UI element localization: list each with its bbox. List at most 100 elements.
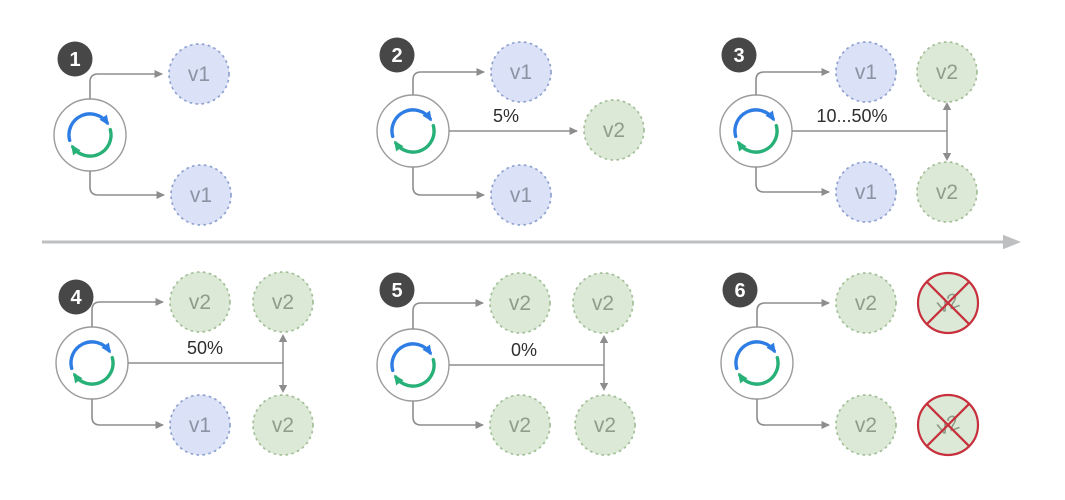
instance-label: v1 xyxy=(855,181,877,204)
instance-circle xyxy=(252,394,314,456)
badge-number: 3 xyxy=(733,45,744,67)
instance-circle xyxy=(489,272,551,334)
instance-label: v2 xyxy=(272,414,294,437)
badge-circle xyxy=(57,41,93,77)
instance-label: v2 xyxy=(936,181,958,204)
badge-circle xyxy=(722,272,758,308)
instance-circle xyxy=(835,41,897,103)
node-v2-top-left: v2 xyxy=(489,272,551,334)
red-cross-icon xyxy=(925,280,971,326)
node-v2-terminated-bottom: v2 xyxy=(916,393,980,457)
node-v2-bottom: v2 xyxy=(916,161,978,223)
instance-circle xyxy=(835,161,897,223)
connector-bottom xyxy=(412,401,484,429)
stage-5: 5 0% v2 v2 v2 v2 xyxy=(377,272,636,456)
step-badge: 6 xyxy=(722,272,758,308)
instance-label: v1 xyxy=(189,414,211,437)
instance-label: v2 xyxy=(272,291,294,314)
sync-icon xyxy=(720,95,792,167)
instance-circle xyxy=(583,99,645,161)
instance-circle xyxy=(169,271,231,333)
arrowhead-up-icon xyxy=(278,334,288,342)
node-v1-bottom: v1 xyxy=(170,164,232,226)
instance-circle xyxy=(168,43,230,105)
badge-number: 2 xyxy=(391,45,402,67)
instance-label: v2 xyxy=(855,292,877,315)
instance-circle xyxy=(169,394,231,456)
badge-number: 1 xyxy=(69,49,80,71)
node-v2-bottom-right: v2 xyxy=(252,394,314,456)
connector-bottom xyxy=(89,171,165,199)
badge-circle xyxy=(379,272,415,308)
instance-label: v2 xyxy=(936,61,958,84)
timeline-divider-arrow xyxy=(42,234,1021,250)
arrowhead-down-icon xyxy=(599,383,609,391)
instance-label: v2 xyxy=(603,119,625,142)
badge-number: 5 xyxy=(391,280,402,302)
instance-circle xyxy=(490,41,552,103)
node-v2-bottom-right: v2 xyxy=(574,394,636,456)
node-v1-bottom: v1 xyxy=(835,161,897,223)
node-v2-top-right: v2 xyxy=(252,271,314,333)
connector-top xyxy=(755,68,830,95)
instance-label: v2 xyxy=(509,414,531,437)
instance-circle xyxy=(835,394,897,456)
instance-label: v2 xyxy=(592,292,614,315)
instance-circle xyxy=(170,164,232,226)
connector-bottom xyxy=(756,399,830,429)
node-v2-bottom-left: v2 xyxy=(489,394,551,456)
connector-top xyxy=(89,70,163,99)
connector-bottom xyxy=(91,399,164,429)
connector-top xyxy=(412,68,485,95)
instance-circle xyxy=(835,272,897,334)
instance-label: v2 xyxy=(509,292,531,315)
traffic-percentage-label: 10...50% xyxy=(816,106,887,126)
step-badge: 1 xyxy=(57,41,93,77)
stage-2: 2 5% v1 v2 v1 xyxy=(377,37,645,226)
instance-label: v1 xyxy=(510,61,532,84)
instance-label: v2 xyxy=(189,291,211,314)
arrowhead-down-icon xyxy=(278,385,288,393)
stage-4: 4 50% v2 v2 v1 v2 xyxy=(56,271,314,456)
sync-icon xyxy=(56,327,128,399)
node-v1-top: v1 xyxy=(490,41,552,103)
arrowhead-up-icon xyxy=(599,335,609,343)
instance-circle xyxy=(916,41,978,103)
red-cross-icon xyxy=(925,402,971,448)
badge-circle xyxy=(379,37,415,73)
traffic-percentage-label: 5% xyxy=(493,106,519,126)
sync-icon xyxy=(377,95,449,167)
badge-circle xyxy=(721,37,757,73)
connector-bottom xyxy=(755,167,830,196)
node-v1-bottom-left: v1 xyxy=(169,394,231,456)
instance-label: v2 xyxy=(855,414,877,437)
node-v2-top-left: v2 xyxy=(169,271,231,333)
step-badge: 3 xyxy=(721,37,757,73)
instance-circle xyxy=(489,394,551,456)
instance-label: v1 xyxy=(190,184,212,207)
node-v1-bottom: v1 xyxy=(490,164,552,226)
stage-3: 3 10...50% v1 v2 v1 v2 xyxy=(720,37,978,223)
connector-top xyxy=(91,298,164,327)
sync-icon xyxy=(54,99,126,171)
arrowhead-up-icon xyxy=(942,102,952,110)
badge-circle xyxy=(58,279,94,315)
node-v2-top-left: v2 xyxy=(835,272,897,334)
instance-circle xyxy=(916,161,978,223)
arrowhead-down-icon xyxy=(942,153,952,161)
instance-circle xyxy=(490,164,552,226)
node-v2-top-right: v2 xyxy=(572,272,634,334)
node-v2-top: v2 xyxy=(916,41,978,103)
connector-top xyxy=(412,299,484,329)
step-badge: 2 xyxy=(379,37,415,73)
connector-bottom xyxy=(412,167,485,199)
node-v1-top: v1 xyxy=(835,41,897,103)
step-badge: 5 xyxy=(379,272,415,308)
instance-label: v1 xyxy=(855,61,877,84)
sync-icon xyxy=(377,329,449,401)
traffic-percentage-label: 0% xyxy=(511,340,537,360)
instance-label: v1 xyxy=(510,184,532,207)
instance-label: v1 xyxy=(188,63,210,86)
